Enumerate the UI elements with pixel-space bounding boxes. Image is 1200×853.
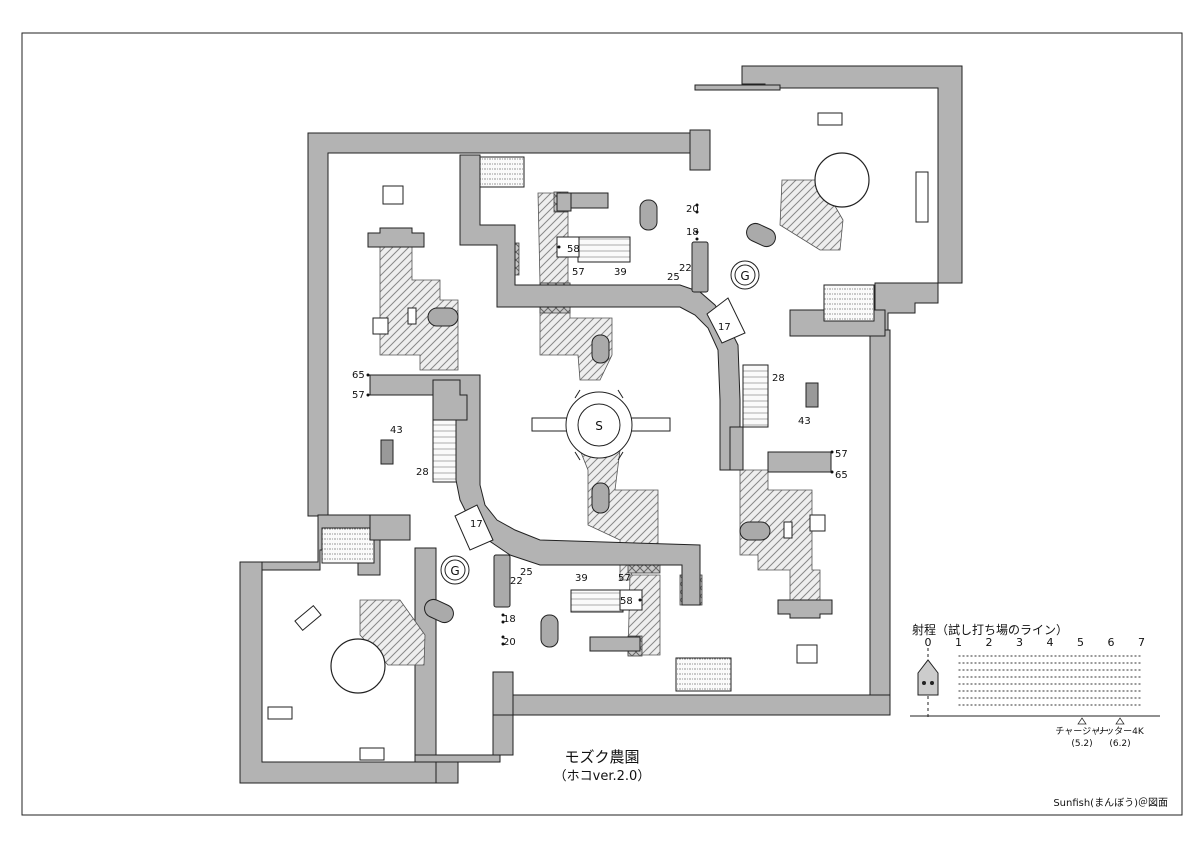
goal-label-top: G [740, 269, 749, 283]
dist-top-25: 25 [667, 272, 680, 283]
dist-bottom-22: 22 [510, 576, 523, 587]
charger-label: チャージャー [1055, 726, 1108, 737]
dist-top-18: 18 [686, 227, 699, 238]
range-legend-title: 射程（試し打ち場のライン） [912, 622, 1068, 637]
dist-bottom-25: 25 [520, 567, 533, 578]
goal-label-bottom: G [450, 564, 459, 578]
dist-bottom-20: 20 [503, 637, 516, 648]
map-title: モズク農園 [564, 748, 639, 766]
inner-walls [369, 154, 832, 652]
dist-top-39: 39 [614, 267, 627, 278]
dist-bottom-58: 58 [620, 596, 633, 607]
dist-bottom-39: 39 [575, 573, 588, 584]
range-tick-0: 0 [925, 636, 932, 649]
squid-icon [917, 659, 939, 696]
dist-right-28: 28 [772, 373, 785, 384]
credit: Sunfish(まんぼう)＠図面 [1053, 797, 1168, 809]
block-objects [267, 112, 929, 761]
distance-labels: 20 18 22 25 17 57 39 58 28 43 57 65 65 5… [352, 204, 848, 648]
dist-top-58: 58 [567, 244, 580, 255]
dist-bottom-18: 18 [503, 614, 516, 625]
measure-dots [366, 203, 834, 646]
dist-top-57: 57 [572, 267, 585, 278]
dist-left-28: 28 [416, 467, 429, 478]
goal-markers [440, 260, 760, 585]
dist-top-22: 22 [679, 263, 692, 274]
range-ticks: 0 1 2 3 4 5 6 7 [925, 636, 1146, 649]
dist-top-17: 17 [718, 322, 731, 333]
dist-bottom-57: 57 [618, 573, 631, 584]
dist-right-43: 43 [798, 416, 811, 427]
map-subtitle: （ホコver.2.0） [554, 769, 651, 784]
range-tick-1: 1 [955, 636, 962, 649]
dist-bottom-17: 17 [470, 519, 483, 530]
dist-left-65: 65 [352, 370, 365, 381]
liter-label: リッター4K [1096, 726, 1145, 737]
ramps [321, 156, 875, 692]
range-tick-6: 6 [1108, 636, 1115, 649]
dist-left-43: 43 [390, 425, 403, 436]
charger-value: (5.2) [1071, 739, 1092, 749]
spawn-label: S [595, 419, 603, 433]
range-tick-3: 3 [1016, 636, 1023, 649]
range-tick-2: 2 [986, 636, 993, 649]
t-structures [367, 227, 833, 619]
dist-top-20: 20 [686, 204, 699, 215]
liter-value: (6.2) [1109, 739, 1130, 749]
dist-right-57: 57 [835, 449, 848, 460]
range-tick-5: 5 [1077, 636, 1084, 649]
gates [454, 297, 746, 551]
dist-left-57: 57 [352, 390, 365, 401]
dist-right-65: 65 [835, 470, 848, 481]
range-legend: 射程（試し打ち場のライン） 0 1 2 3 4 5 6 7 チャージャー (5.2) リッター… [910, 622, 1160, 749]
range-tick-7: 7 [1138, 636, 1145, 649]
spawn-platform [531, 389, 671, 461]
round-towers [330, 152, 870, 694]
range-tick-4: 4 [1047, 636, 1054, 649]
